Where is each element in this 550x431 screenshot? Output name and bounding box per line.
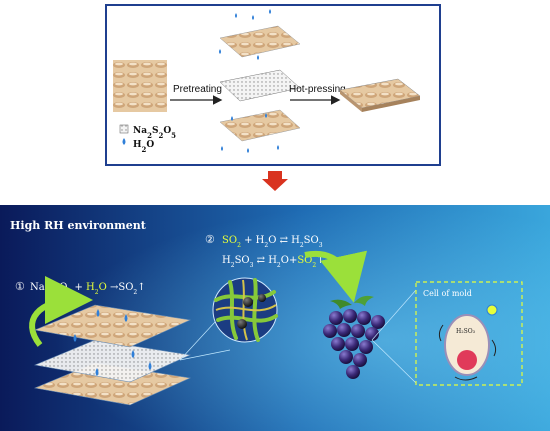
board-layer-top bbox=[33, 304, 192, 348]
grapes bbox=[323, 309, 385, 379]
cell-label: Cell of mold bbox=[423, 289, 472, 298]
pretreat-label: Pretreating bbox=[173, 84, 222, 95]
cell-connector-2 bbox=[371, 339, 417, 384]
curved-arrow-left bbox=[29, 276, 93, 347]
panel-title: High RH environment bbox=[10, 219, 147, 232]
water-drops-top bbox=[219, 9, 279, 153]
pressed-product-edge2 bbox=[362, 96, 420, 112]
hotpress-label: Hot-pressing bbox=[289, 84, 346, 95]
reaction-2-line1: SO2 + H2O ⇄ H2SO3 bbox=[222, 235, 323, 249]
bottom-panel: High RH environment ① Na2S2O5 + H2O →SO2… bbox=[0, 205, 550, 431]
down-arrow bbox=[262, 171, 288, 191]
curved-arrow-right bbox=[304, 250, 368, 303]
mold-cell: H₂SO₃ bbox=[438, 304, 498, 381]
reaction-2-line2: H2SO3 ⇄ H2O+SO2↑ bbox=[222, 255, 325, 269]
legend-water-icon bbox=[122, 138, 126, 145]
zoom-line-1 bbox=[179, 321, 216, 361]
legend-salt-swatch bbox=[119, 124, 129, 134]
cell-connector-1 bbox=[371, 289, 417, 341]
salt-sheet-middle bbox=[219, 69, 301, 102]
cell-box bbox=[415, 281, 523, 386]
reaction-2-number: ② bbox=[205, 233, 215, 246]
reaction-1-number: ① bbox=[15, 280, 25, 293]
zoom-line-2 bbox=[179, 349, 231, 361]
top-panel: Pretreating Hot-pressing bbox=[105, 4, 441, 166]
raw-veneer-image bbox=[113, 60, 167, 112]
veneer-layer-top bbox=[219, 25, 301, 58]
water-drops-board bbox=[73, 309, 152, 376]
board-salt-sheet bbox=[33, 339, 192, 383]
pressed-product-edge bbox=[340, 90, 362, 112]
veneer-layer-bottom bbox=[219, 109, 301, 142]
cell-inner-label: H₂SO₃ bbox=[456, 328, 476, 335]
grape-bunch bbox=[323, 295, 385, 379]
fiber-zoom-circle bbox=[212, 277, 278, 343]
